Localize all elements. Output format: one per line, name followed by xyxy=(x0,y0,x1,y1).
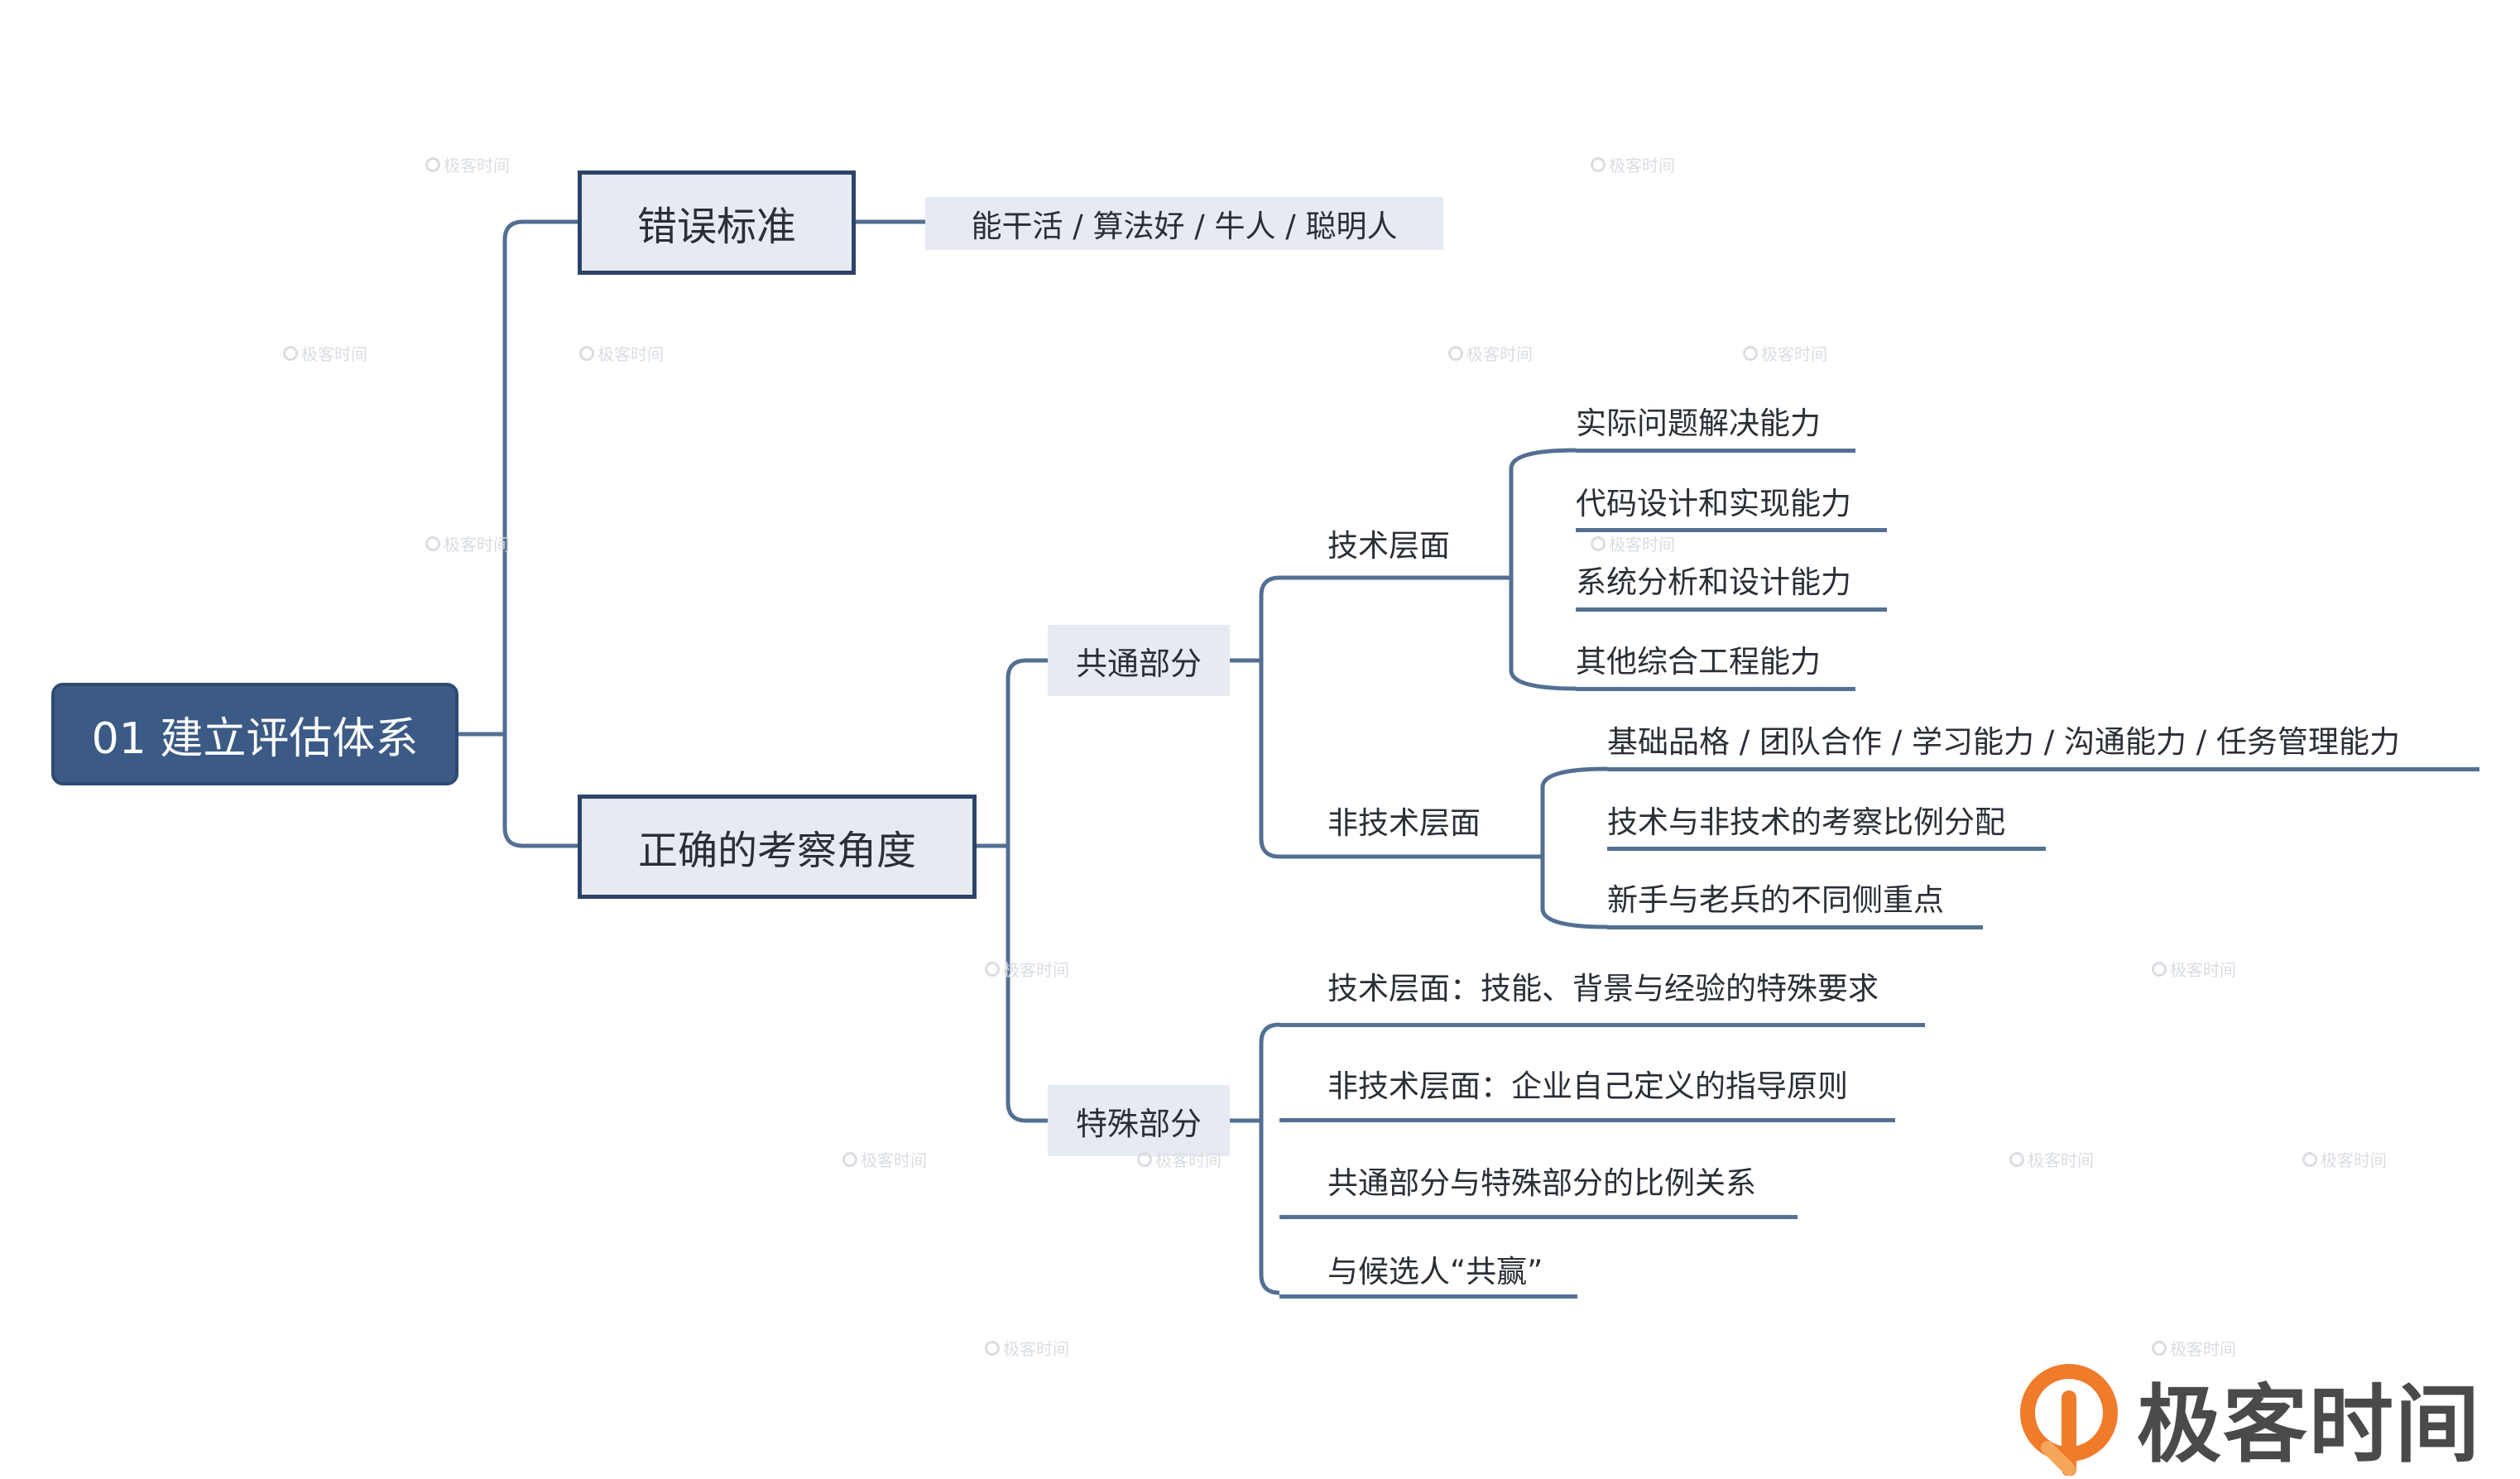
correct-angle-node[interactable]: 正确的考察角度 xyxy=(578,795,977,899)
watermark-icon xyxy=(1591,156,1606,172)
wrong-standard-detail[interactable]: 能干活 / 算法好 / 牛人 / 聪明人 xyxy=(925,197,1443,250)
connector-non-technical-branches xyxy=(1540,766,1608,929)
watermark: 极客时间 xyxy=(2302,1147,2387,1171)
watermark-icon xyxy=(425,535,440,551)
watermark: 极客时间 xyxy=(579,341,664,365)
watermark-icon xyxy=(985,961,1000,977)
special-item-underline xyxy=(1279,1023,1925,1027)
watermark: 极客时间 xyxy=(425,152,510,176)
technical-item-underline xyxy=(1576,449,1855,453)
watermark: 极客时间 xyxy=(985,957,1069,981)
special-item[interactable]: 技术层面：技能、背景与经验的特殊要求 xyxy=(1327,971,1879,1006)
technical-item-underline xyxy=(1576,687,1855,691)
watermark: 极客时间 xyxy=(1743,341,1827,365)
watermark-icon xyxy=(2152,961,2167,977)
non-technical-item-underline xyxy=(1607,925,1983,929)
technical-item-underline xyxy=(1576,607,1887,612)
watermark-icon xyxy=(1743,345,1758,361)
special-item[interactable]: 共通部分与特殊部分的比例关系 xyxy=(1327,1165,1756,1201)
non-technical-item[interactable]: 技术与非技术的考察比例分配 xyxy=(1607,804,2005,840)
watermark: 极客时间 xyxy=(1591,531,1675,555)
wrong-standard-node[interactable]: 错误标准 xyxy=(578,170,856,275)
connector-root-branches xyxy=(502,219,578,848)
watermark-icon xyxy=(985,1340,1000,1356)
brand-logo-icon xyxy=(2020,1363,2118,1476)
special-item-underline xyxy=(1279,1118,1895,1122)
non-technical-item-underline xyxy=(1607,767,2479,771)
watermark: 极客时间 xyxy=(2152,1336,2236,1360)
brand-logo: 极客时间 xyxy=(2018,1357,2481,1479)
watermark-icon xyxy=(842,1151,857,1167)
watermark-icon xyxy=(1137,1151,1152,1167)
technical-item-underline xyxy=(1576,528,1887,532)
watermark-icon xyxy=(2302,1151,2317,1167)
connector-common-branches xyxy=(1259,575,1316,859)
watermark: 极客时间 xyxy=(2009,1147,2094,1171)
watermark-icon xyxy=(1448,345,1463,361)
technical-level-node[interactable]: 技术层面 xyxy=(1327,528,1450,564)
watermark-icon xyxy=(425,156,440,172)
watermark: 极客时间 xyxy=(283,341,367,365)
watermark-icon xyxy=(283,345,298,361)
non-technical-item-underline xyxy=(1607,847,2046,851)
watermark: 极客时间 xyxy=(985,1336,1069,1360)
brand-name: 极客时间 xyxy=(2137,1376,2481,1475)
watermark: 极客时间 xyxy=(425,531,510,555)
technical-item[interactable]: 系统分析和设计能力 xyxy=(1576,564,1851,600)
watermark: 极客时间 xyxy=(842,1147,927,1171)
connector-special-branches xyxy=(1259,1022,1280,1295)
technical-item[interactable]: 代码设计和实现能力 xyxy=(1576,486,1851,521)
connector-technical-branches xyxy=(1509,448,1577,691)
non-technical-item[interactable]: 新手与老兵的不同侧重点 xyxy=(1607,882,1944,918)
watermark: 极客时间 xyxy=(1448,341,1533,365)
special-item-underline xyxy=(1279,1215,1798,1219)
special-item-underline xyxy=(1279,1294,1577,1299)
watermark-icon xyxy=(2152,1340,2167,1356)
watermark: 极客时间 xyxy=(2152,957,2236,981)
watermark-icon xyxy=(1591,535,1606,551)
non-technical-item[interactable]: 基础品格 / 团队合作 / 学习能力 / 沟通能力 / 任务管理能力 xyxy=(1607,724,2400,760)
watermark-icon xyxy=(579,345,594,361)
common-part-node[interactable]: 共通部分 xyxy=(1048,625,1230,696)
special-item[interactable]: 与候选人“共赢” xyxy=(1327,1254,1543,1289)
watermark: 极客时间 xyxy=(1591,152,1675,176)
special-part-node[interactable]: 特殊部分 xyxy=(1048,1085,1230,1156)
technical-item[interactable]: 实际问题解决能力 xyxy=(1576,406,1821,441)
special-item[interactable]: 非技术层面：企业自己定义的指导原则 xyxy=(1327,1068,1848,1104)
technical-item[interactable]: 其他综合工程能力 xyxy=(1576,644,1821,679)
non-technical-level-node[interactable]: 非技术层面 xyxy=(1327,805,1481,841)
connector-correct-branches xyxy=(1006,658,1048,1123)
root-node[interactable]: 01 建立评估体系 xyxy=(51,683,458,785)
watermark-icon xyxy=(2009,1151,2024,1167)
watermark: 极客时间 xyxy=(1137,1147,1222,1171)
